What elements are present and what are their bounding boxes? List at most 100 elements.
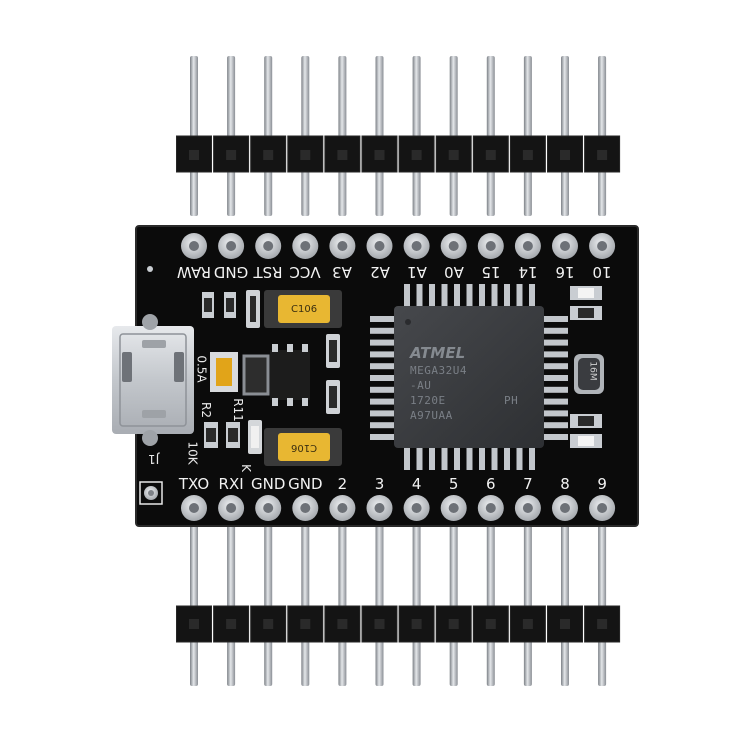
capacitor-top xyxy=(264,290,342,328)
chip-lead-right-0 xyxy=(544,316,568,322)
chip-lead-top-1 xyxy=(416,284,423,306)
chip-suffix-label: -AU xyxy=(410,379,432,392)
bottom-header-mark-9 xyxy=(522,619,533,629)
bottom-header-mark-3 xyxy=(300,619,311,629)
bottom-header-mark-1 xyxy=(226,619,237,629)
bottom-header-mark-4 xyxy=(337,619,348,629)
chip-lead-top-8 xyxy=(504,284,510,306)
chip-lead-bottom-10 xyxy=(529,448,535,470)
top-pad-hole-8 xyxy=(485,241,496,251)
bottom-header-mark-11 xyxy=(597,619,608,629)
top-header-mark-7 xyxy=(448,150,459,160)
bottom-pin-1 xyxy=(227,512,236,686)
chip-lead-bottom-7 xyxy=(491,448,498,470)
chip-date-label: 1720E xyxy=(410,394,446,407)
top-header-mark-9 xyxy=(522,150,533,160)
chip-part-label: MEGA32U4 xyxy=(410,364,467,377)
micro-usb-connector xyxy=(112,314,194,446)
bottom-pin-7 xyxy=(449,512,458,686)
chip-lot-label: A97UAA xyxy=(410,409,453,422)
r2-label: R2 xyxy=(198,402,213,418)
top-header-mark-5 xyxy=(374,150,385,160)
bottom-pad-hole-3 xyxy=(300,503,311,513)
bottom-pad-hole-5 xyxy=(374,503,385,513)
chip-lead-left-10 xyxy=(370,434,394,440)
chip-lead-bottom-0 xyxy=(404,448,410,470)
bottom-pad-hole-10 xyxy=(560,503,570,513)
chip-lead-right-5 xyxy=(544,375,568,381)
bottom-pin-3 xyxy=(301,512,310,686)
chip-lead-left-6 xyxy=(370,386,394,393)
bottom-pin-10 xyxy=(561,512,569,686)
chip-lead-right-2 xyxy=(544,339,568,346)
k-label: K xyxy=(238,464,253,472)
bottom-pad-hole-1 xyxy=(226,503,237,513)
top-pad-hole-0 xyxy=(189,241,199,251)
j1-pad xyxy=(139,481,163,505)
chip-lead-bottom-3 xyxy=(441,448,448,470)
top-header-mark-3 xyxy=(300,150,311,160)
top-header-mark-11 xyxy=(597,150,608,160)
chip-lead-top-0 xyxy=(404,284,410,306)
chip-lead-top-10 xyxy=(529,284,535,306)
chip-lead-left-5 xyxy=(370,375,394,381)
top-pad-hole-9 xyxy=(522,241,533,251)
chip-lead-left-0 xyxy=(370,316,394,322)
chip-lead-right-9 xyxy=(544,422,568,429)
chip-lead-right-8 xyxy=(544,410,568,417)
top-pad-hole-1 xyxy=(226,241,237,251)
top-pad-hole-11 xyxy=(597,241,608,251)
chip-lead-top-7 xyxy=(491,284,498,306)
top-header-segment-5 xyxy=(361,135,398,173)
chip-lead-right-6 xyxy=(544,386,568,393)
top-pads xyxy=(181,233,616,259)
bottom-header-mark-7 xyxy=(448,619,459,629)
capacitor-bottom xyxy=(264,428,342,466)
chip-lead-bottom-9 xyxy=(516,448,523,470)
chip-lead-bottom-8 xyxy=(504,448,510,470)
top-pad-hole-10 xyxy=(560,241,570,251)
chip-lead-left-7 xyxy=(370,398,394,405)
bottom-header-pins xyxy=(190,512,607,686)
chip-lead-left-2 xyxy=(370,339,394,346)
bottom-pad-hole-7 xyxy=(448,503,459,513)
chip-leads xyxy=(370,284,568,470)
top-pad-hole-2 xyxy=(263,241,274,251)
chip-lead-top-9 xyxy=(516,284,523,306)
chip-lead-top-3 xyxy=(441,284,448,306)
bottom-pin-4 xyxy=(338,512,347,686)
bottom-pad-hole-4 xyxy=(337,503,348,513)
chip-lead-top-2 xyxy=(429,284,435,306)
bottom-pads xyxy=(181,495,616,521)
chip-brand-label: ATMEL xyxy=(410,344,466,362)
r10k-label: 10K xyxy=(185,441,200,465)
chip-lead-right-3 xyxy=(544,351,568,358)
bottom-pin-2 xyxy=(264,512,273,686)
r11-label: R11 xyxy=(230,398,245,422)
bottom-pad-hole-9 xyxy=(522,503,533,513)
bottom-header-mark-2 xyxy=(263,619,274,629)
bottom-pin-6 xyxy=(412,512,421,686)
chip-lead-bottom-2 xyxy=(429,448,435,470)
fuse-label: 0.5A xyxy=(194,355,209,383)
top-header-mark-4 xyxy=(337,150,348,160)
chip-lead-right-7 xyxy=(544,398,568,405)
bottom-header-mark-5 xyxy=(374,619,385,629)
bottom-header-mark-8 xyxy=(485,619,496,629)
bottom-header-mark-10 xyxy=(560,619,570,629)
top-pad-hole-6 xyxy=(411,241,422,251)
capacitor-top-label: C106 xyxy=(291,304,318,315)
capacitor-bottom-label: C106 xyxy=(291,442,318,453)
bottom-pin-11 xyxy=(598,512,607,686)
chip-lead-left-4 xyxy=(370,363,394,370)
top-header-mark-8 xyxy=(485,150,496,160)
bottom-pad-hole-8 xyxy=(485,503,496,513)
chip-lead-top-6 xyxy=(479,284,485,306)
bottom-pad-hole-11 xyxy=(597,503,608,513)
bottom-pad-hole-6 xyxy=(411,503,422,513)
top-pad-hole-5 xyxy=(374,241,385,251)
bottom-header-plastic xyxy=(176,605,621,643)
smd-components xyxy=(147,266,604,454)
top-header-mark-2 xyxy=(263,150,274,160)
